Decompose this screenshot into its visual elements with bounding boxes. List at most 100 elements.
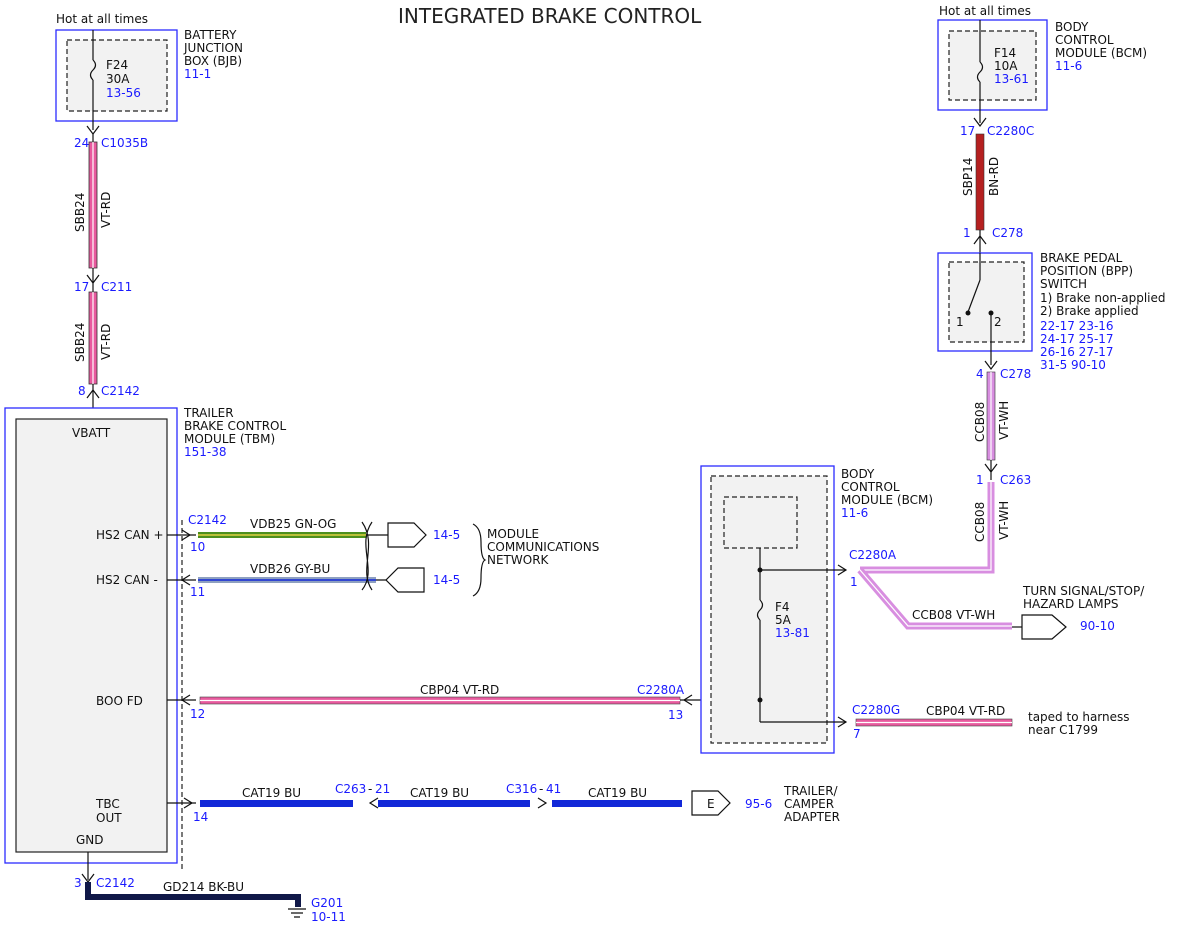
bjb-fuse-name: F24 <box>106 58 128 72</box>
tbm-boo-fd: BOO FD <box>96 694 143 708</box>
c2142-pin3: 3 <box>74 876 82 890</box>
pin-11: 11 <box>190 585 205 599</box>
network-label-1: MODULE <box>487 527 539 541</box>
battery-junction-box: Hot at all times F24 30A 13-56 BATTERY J… <box>55 12 243 130</box>
trailer-brake-control-module: TRAILER BRAKE CONTROL MODULE (TBM) 151-3… <box>4 406 286 870</box>
bpp-state-1: 1) Brake non-applied <box>1040 291 1166 305</box>
ccb08-upper-label: CCB08 <box>973 402 987 442</box>
trailer-label-3: ADAPTER <box>784 810 840 824</box>
c2142-gnd-label[interactable]: C2142 <box>96 876 135 890</box>
bpp-ref-1[interactable]: 22-17 23-16 <box>1040 319 1114 333</box>
bcm-mid-fuse-ref[interactable]: 13-81 <box>775 626 810 640</box>
trailer-connector-e-icon <box>691 790 731 816</box>
bjb-name-2: JUNCTION <box>183 41 243 55</box>
tbm-vbatt-pin: VBATT <box>72 426 111 440</box>
network-brace-icon <box>472 523 487 597</box>
wire-ccb08: 4 C278 CCB08 VT-WH 1 C263 CCB08 VT-WH CC… <box>857 360 1145 640</box>
bcm-top-fuse-ref[interactable]: 13-61 <box>994 72 1029 86</box>
c2280g-label[interactable]: C2280G <box>852 703 900 717</box>
c2280a-pin1: 1 <box>850 575 858 589</box>
c316-dash: - <box>539 782 543 796</box>
c2280a-bcm-label[interactable]: C2280A <box>637 683 685 697</box>
turn-lamps-label-2: HAZARD LAMPS <box>1023 597 1118 611</box>
tbm-name-3: MODULE (TBM) <box>184 432 275 446</box>
bpp-pin1: 1 <box>956 315 964 329</box>
bcm-mid-fuse-amps: 5A <box>775 613 792 627</box>
c1035b-label[interactable]: C1035B <box>101 136 148 150</box>
c263-label[interactable]: C263 <box>335 782 366 796</box>
bcm-mid-name-2: CONTROL <box>841 480 900 494</box>
gd214-label: GD214 BK-BU <box>163 880 244 894</box>
taped-label-1: taped to harness <box>1028 710 1130 724</box>
bcm-mid-fuse-name: F4 <box>775 600 790 614</box>
turn-lamps-connector-icon <box>1021 614 1067 640</box>
c278-bottom-pin: 4 <box>976 367 984 381</box>
wire-cbp04-boo: 12 CBP04 VT-RD C2280A 13 <box>167 683 760 722</box>
twisted-pair-icon <box>361 521 373 591</box>
c2142-can-label[interactable]: C2142 <box>188 513 227 527</box>
turn-lamps-ref[interactable]: 90-10 <box>1080 619 1115 633</box>
can-bus-wires: C2142 10 VDB25 GN-OG 14-5 11 VDB26 GY-BU… <box>167 513 599 599</box>
bjb-name-3: BOX (BJB) <box>184 54 242 68</box>
ccb08-lower-label: CCB08 <box>973 502 987 542</box>
bcm-mid-name-1: BODY <box>841 467 875 481</box>
bjb-name-1: BATTERY <box>184 28 237 42</box>
trailer-ref[interactable]: 95-6 <box>745 797 772 811</box>
bpp-state-2: 2) Brake applied <box>1040 304 1139 318</box>
bjb-inner <box>66 39 168 112</box>
sbb24-upper-label: SBB24 <box>73 193 87 232</box>
bnrd-label: BN-RD <box>987 157 1001 196</box>
bcm-mid-ref[interactable]: 11-6 <box>841 506 868 520</box>
can-ref-1[interactable]: 14-5 <box>433 528 460 542</box>
bcm-middle-module: F4 5A 13-81 BODY CONTROL MODULE (BCM) 11… <box>700 465 1130 754</box>
tbm-gnd: GND <box>76 833 104 847</box>
bpp-ref-4[interactable]: 31-5 90-10 <box>1040 358 1106 372</box>
can-minus-connector-icon <box>385 567 425 593</box>
network-label-3: NETWORK <box>487 553 550 567</box>
fuse-f4-icon <box>756 599 764 621</box>
vtwh-lower-label: VT-WH <box>997 501 1011 540</box>
tbm-name-2: BRAKE CONTROL <box>184 419 286 433</box>
c316-label[interactable]: C316 <box>506 782 537 796</box>
bpp-name-1: BRAKE PEDAL <box>1040 251 1123 265</box>
cat19-b-label: CAT19 BU <box>410 786 469 800</box>
c211-label[interactable]: C211 <box>101 280 132 294</box>
bjb-hot-label: Hot at all times <box>56 12 148 26</box>
wire-cat19: 14 CAT19 BU C263 - 21 CAT19 BU C316 - 41… <box>167 782 840 824</box>
can-plus-connector-icon <box>387 522 427 548</box>
c316-pin: 41 <box>546 782 561 796</box>
c278-top-label[interactable]: C278 <box>992 226 1023 240</box>
cbp04-taped-label: CBP04 VT-RD <box>926 704 1005 718</box>
fuse-f24-icon <box>89 59 97 81</box>
c2142-top-label[interactable]: C2142 <box>101 384 140 398</box>
bpp-ref-3[interactable]: 26-16 27-17 <box>1040 345 1114 359</box>
c2142-pin8: 8 <box>78 384 86 398</box>
g201-ref[interactable]: 10-11 <box>311 910 346 924</box>
bcm-top-fuse-box: Hot at all times F14 10A 13-61 BODY CONT… <box>937 4 1147 123</box>
c263-pin1: 1 <box>976 473 984 487</box>
vdb25-label: VDB25 GN-OG <box>250 517 336 531</box>
brake-pedal-position-switch: 1 2 BRAKE PEDAL POSITION (BPP) SWITCH 1)… <box>937 251 1166 372</box>
c2280a-top-label[interactable]: C2280A <box>849 548 897 562</box>
turn-lamps-label-1: TURN SIGNAL/STOP/ <box>1022 584 1145 598</box>
tbm-ref[interactable]: 151-38 <box>184 445 227 459</box>
fuse-f14-icon <box>976 61 984 83</box>
bjb-fuse-ref[interactable]: 13-56 <box>106 86 141 100</box>
vtrd-lower-label: VT-RD <box>99 324 113 360</box>
c263-pin: 21 <box>375 782 390 796</box>
bjb-fuse-amps: 30A <box>106 72 130 86</box>
bcm-top-ref[interactable]: 11-6 <box>1055 59 1082 73</box>
bpp-pin2: 2 <box>994 315 1002 329</box>
can-ref-2[interactable]: 14-5 <box>433 573 460 587</box>
c1035b-pin: 24 <box>74 136 89 150</box>
bpp-ref-2[interactable]: 24-17 25-17 <box>1040 332 1114 346</box>
c278-bottom-label[interactable]: C278 <box>1000 367 1031 381</box>
g201-label[interactable]: G201 <box>311 896 343 910</box>
c2280g-pin7: 7 <box>853 727 861 741</box>
c263-vert-label[interactable]: C263 <box>1000 473 1031 487</box>
c2280c-label[interactable]: C2280C <box>987 124 1034 138</box>
pin-10: 10 <box>190 540 205 554</box>
bjb-ref[interactable]: 11-1 <box>184 67 211 81</box>
trailer-label-2: CAMPER <box>784 797 834 811</box>
